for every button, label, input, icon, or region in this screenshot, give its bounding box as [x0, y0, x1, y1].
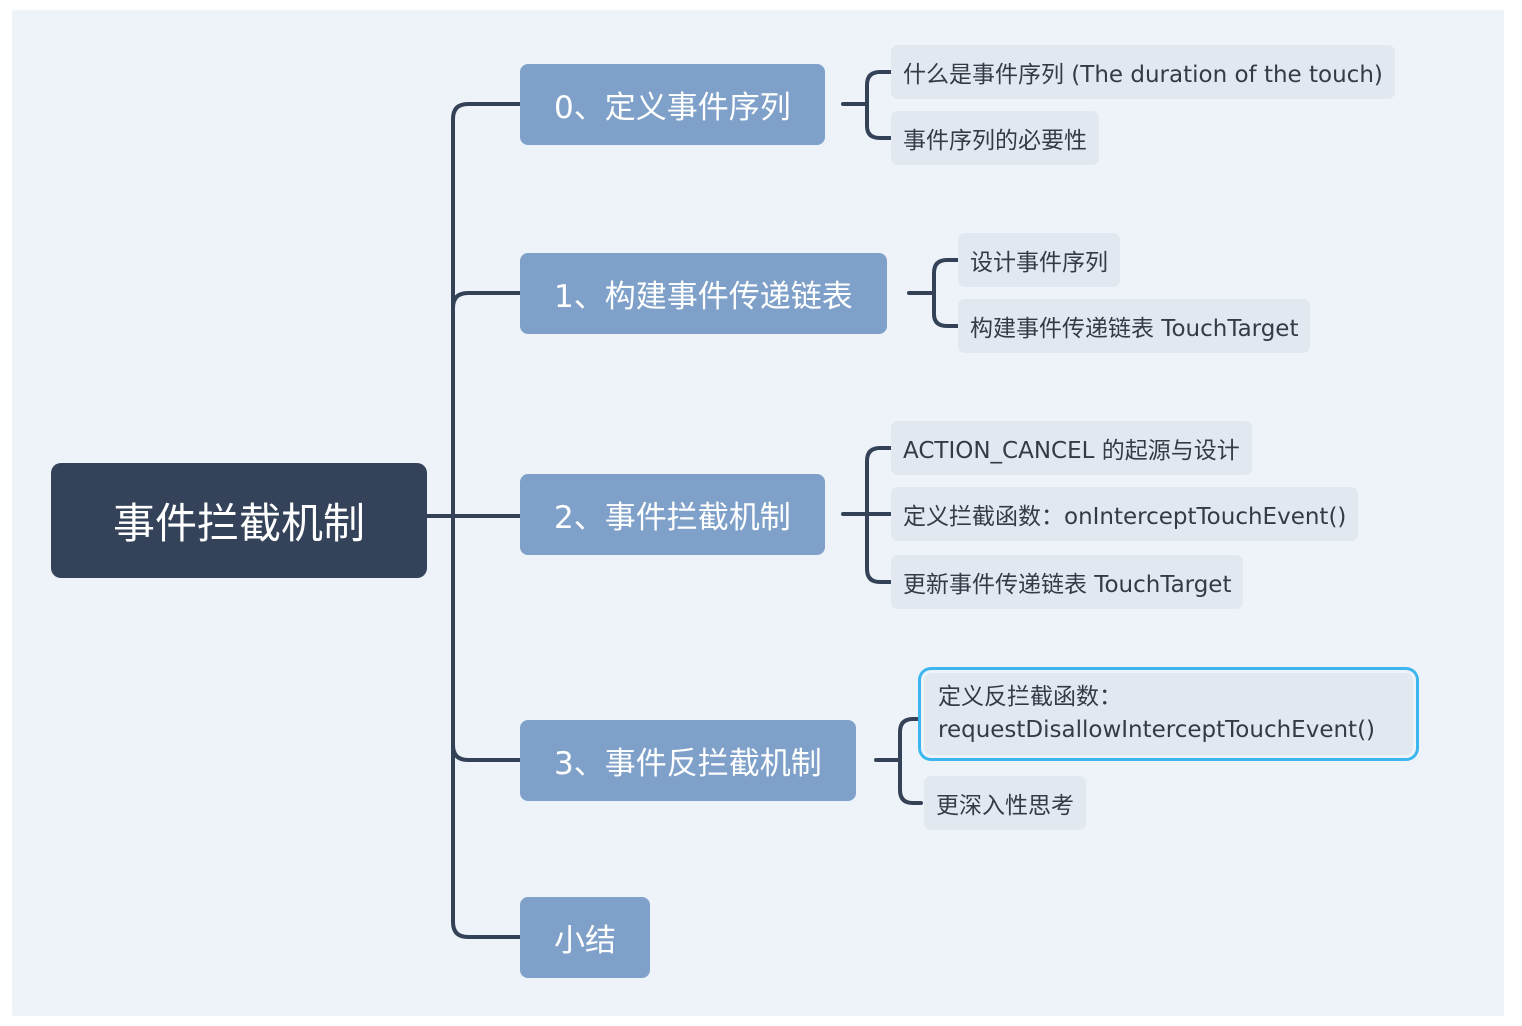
leaf-topic-3-0-selected[interactable]: 定义反拦截函数： requestDisallowInterceptTouchEv… [924, 673, 1413, 755]
leaf-topic-label-line-2: requestDisallowInterceptTouchEvent() [938, 717, 1376, 743]
connector-branch-2-leaves [841, 446, 893, 584]
connector-branch-3-leaves [874, 717, 923, 805]
leaf-topic-3-1[interactable]: 更深入性思考 [924, 776, 1086, 830]
leaf-topic-2-1[interactable]: 定义拦截函数：onInterceptTouchEvent() [891, 487, 1359, 541]
branch-topic-0[interactable]: 0、定义事件序列 [520, 64, 825, 145]
branch-topic-label: 小结 [554, 923, 616, 959]
root-topic-label: 事件拦截机制 [112, 499, 365, 548]
leaf-topic-label: 什么是事件序列 (The duration of the touch) [903, 62, 1383, 88]
leaf-topic-1-0[interactable]: 设计事件序列 [958, 233, 1120, 287]
leaf-topic-0-1[interactable]: 事件序列的必要性 [891, 111, 1099, 165]
leaf-topic-label-line-1: 定义反拦截函数： [938, 684, 1122, 710]
branch-topic-2[interactable]: 2、事件拦截机制 [520, 474, 825, 555]
leaf-topic-label: 事件序列的必要性 [903, 128, 1087, 154]
branch-topic-label: 3、事件反拦截机制 [554, 746, 822, 782]
leaf-topic-label: 更深入性思考 [936, 793, 1074, 819]
branch-topic-label: 0、定义事件序列 [554, 90, 791, 126]
leaf-topic-label: 定义拦截函数：onInterceptTouchEvent() [903, 504, 1347, 530]
connector-branch-0-leaves [841, 70, 893, 140]
branch-topic-1[interactable]: 1、构建事件传递链表 [520, 253, 887, 334]
leaf-topic-2-2[interactable]: 更新事件传递链表 TouchTarget [891, 555, 1244, 609]
connector-root-branch-3 [451, 743, 522, 762]
leaf-topic-label: 设计事件序列 [970, 250, 1108, 276]
branch-topic-label: 2、事件拦截机制 [554, 500, 791, 536]
connector-branch-1-leaves [907, 258, 960, 328]
leaf-topic-label: 构建事件传递链表 TouchTarget [970, 316, 1299, 342]
branch-topic-4[interactable]: 小结 [520, 897, 650, 978]
leaf-topic-0-0[interactable]: 什么是事件序列 (The duration of the touch) [891, 45, 1395, 99]
branch-topic-3[interactable]: 3、事件反拦截机制 [520, 720, 856, 801]
connector-root-branch-0 [451, 102, 522, 939]
leaf-topic-label: 更新事件传递链表 TouchTarget [903, 572, 1232, 598]
root-topic[interactable]: 事件拦截机制 [51, 463, 427, 578]
leaf-topic-2-0[interactable]: ACTION_CANCEL 的起源与设计 [891, 421, 1252, 475]
branch-topic-label: 1、构建事件传递链表 [554, 279, 853, 315]
connector-root-branch-1 [451, 291, 522, 310]
leaf-topic-1-1[interactable]: 构建事件传递链表 TouchTarget [958, 299, 1311, 353]
leaf-topic-label: ACTION_CANCEL 的起源与设计 [903, 438, 1240, 464]
